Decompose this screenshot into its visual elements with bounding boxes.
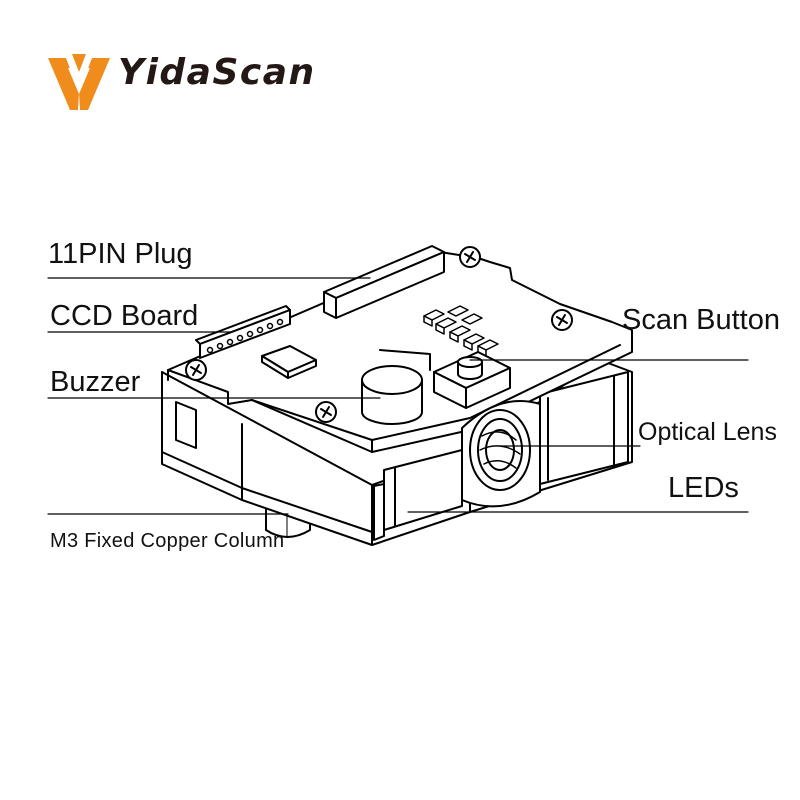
- scanner-body: [161, 359, 633, 546]
- label-leds: LEDs: [668, 472, 739, 504]
- buzzer: [361, 349, 431, 425]
- label-ccd-board: CCD Board: [50, 300, 199, 332]
- yidascan-logo-icon: [48, 54, 110, 110]
- label-m3-copper-column: M3 Fixed Copper Column: [50, 530, 285, 552]
- optical-lens: [461, 400, 541, 508]
- label-buzzer: Buzzer: [50, 366, 141, 398]
- leader-lines: [47, 277, 749, 515]
- pin-plug-connector: [323, 245, 445, 319]
- scan-button: [433, 351, 511, 409]
- label-11pin-plug: 11PIN Plug: [48, 238, 193, 270]
- label-optical-lens: Optical Lens: [638, 418, 777, 446]
- screws: [185, 246, 573, 423]
- ccd-board: [195, 305, 291, 359]
- brand-name: YidaScan: [118, 52, 316, 93]
- label-scan-button: Scan Button: [622, 304, 780, 336]
